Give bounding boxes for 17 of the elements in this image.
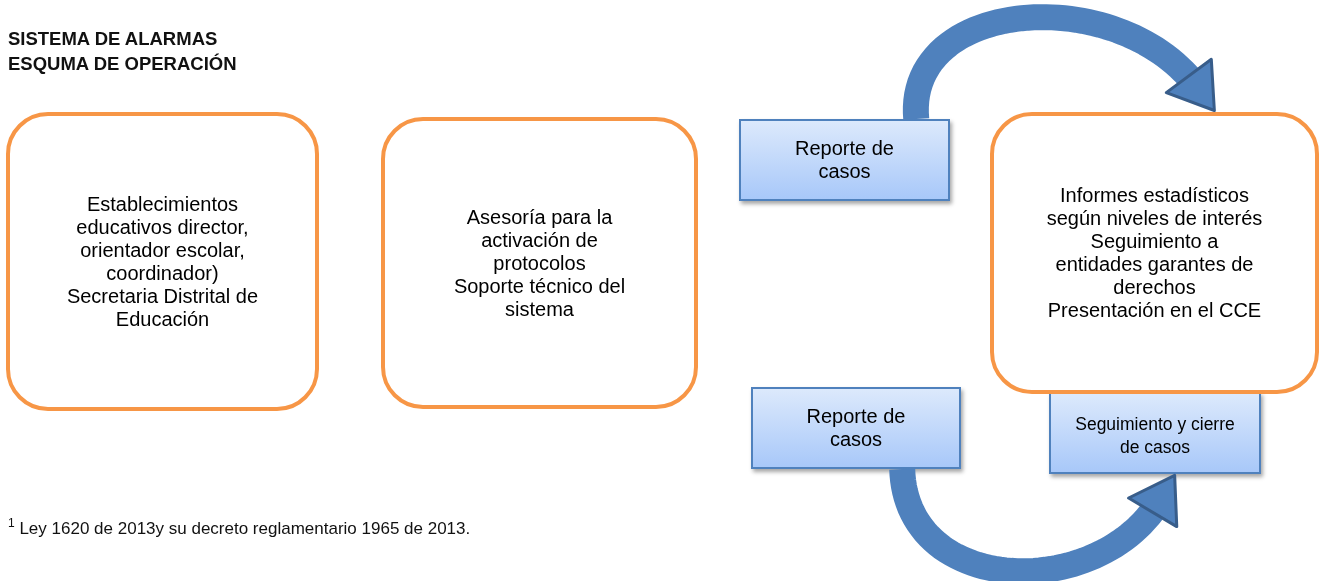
footnote: $^{1}$ Ley 1620 de 2013y su decreto reglamentario 1965 de 2013. [8,516,471,539]
node-text: Informes estadísticos según niveles de interés [1046,184,1263,230]
node-text: Reporte de casos [794,137,895,183]
node-text: Establecimientos educativos director, orientador escolar, coordinador) Secretaria Distrital de Educación [65,192,260,331]
node-text: Seguimiento a entidades garantes de derechos [1054,230,1255,299]
node-text: Soporte técnico del sistema [452,274,627,321]
node-text: Reporte de casos [805,405,907,451]
rounded-box [381,117,698,409]
process-box [1049,392,1261,474]
node-text: Presentación en el CCE [1047,299,1262,322]
process-box [751,387,961,469]
process-box [739,119,950,201]
rounded-box [6,112,319,411]
node-text: Asesoría para la activación de protocolos [465,205,614,275]
node-text: Seguimiento y cierre de casos [1074,413,1236,459]
diagram-title: SISTEMA DE ALARMAS ESQUMA DE OPERACIÓN [8,27,238,76]
rounded-box [990,112,1319,394]
